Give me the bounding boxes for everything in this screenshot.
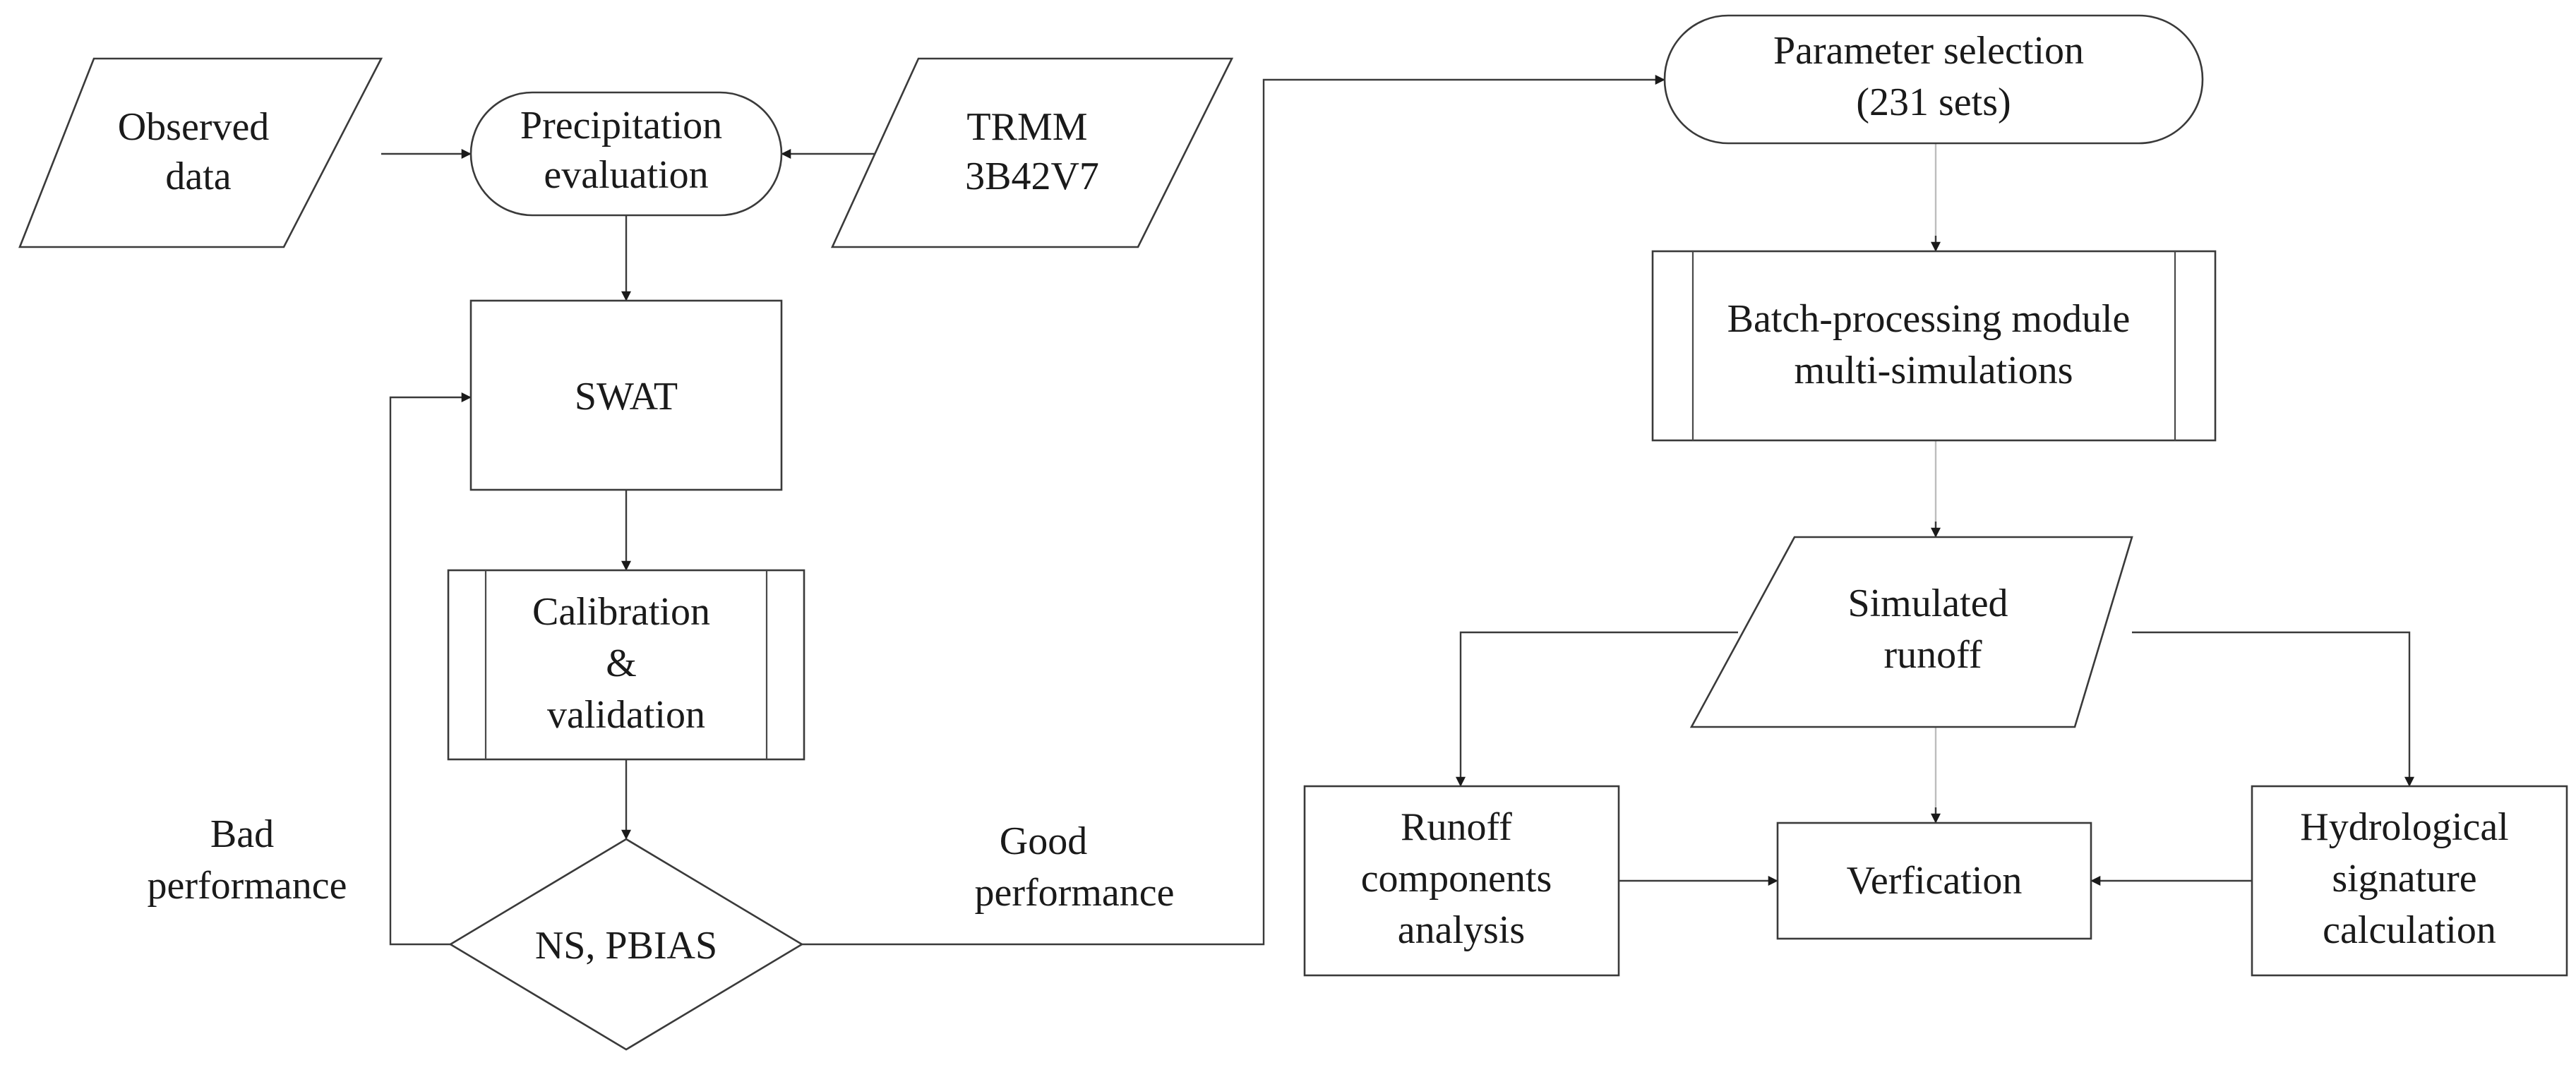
edge-bad-performance-loop (389, 392, 472, 946)
runoff-components-label-line-3: analysis (1398, 908, 1525, 952)
ns-pbias-decision-node: NS, PBIAS (448, 838, 804, 1051)
trmm-node: TRMM 3B42V7 (830, 57, 1234, 248)
hydrological-signature-label-line-2: signature (2332, 857, 2476, 901)
good-performance-label: Good performance (975, 819, 1175, 915)
precipitation-evaluation-label-line-2: evaluation (544, 153, 708, 197)
trmm-label-line-1: TRMM (966, 105, 1087, 149)
batch-processing-label-line-2: multi-simulations (1794, 349, 2073, 392)
verification-node: Verfication (1776, 822, 2092, 940)
svg-text:Verfication: Verfication (1847, 859, 2023, 903)
svg-text:Batch-processing module: Batch-processing module multi-simulation… (1727, 297, 2140, 392)
svg-text:Precipitation evaluation: Precipitation evaluation (520, 104, 732, 197)
precipitation-evaluation-label-line-1: Precipitation (520, 104, 722, 148)
svg-text:Hydrological signature: Hydrological signature calculation (2300, 805, 2518, 952)
bad-performance-line-1: Bad (210, 812, 274, 856)
calibration-label-line-2: & (606, 642, 637, 685)
parameter-selection-label-line-1: Parameter selection (1773, 29, 2084, 73)
runoff-components-label-line-1: Runoff (1401, 805, 1512, 849)
calibration-label-line-1: Calibration (532, 590, 710, 634)
svg-text:TRMM 3B42V7: TRMM 3B42V7 (965, 105, 1099, 198)
swat-label: SWAT (575, 375, 678, 419)
hydrological-signature-node: Hydrological signature calculation (2251, 785, 2568, 977)
precipitation-evaluation-node: Precipitation evaluation (469, 91, 783, 217)
svg-text:Simulated runoff: Simulated runoff (1847, 582, 2018, 677)
parameter-selection-node: Parameter selection (231 sets) (1663, 14, 2204, 145)
edges (381, 75, 2414, 946)
batch-processing-label-line-1: Batch-processing module (1727, 297, 2131, 341)
svg-text:Calibration & vali: Calibration & validation (532, 590, 720, 737)
edge-simulated-to-runoff-components (1456, 631, 1738, 787)
simulated-runoff-node: Simulated runoff (1689, 536, 2133, 728)
edge-good-performance (802, 75, 1665, 946)
svg-text:Good performance: Good performance (975, 819, 1175, 915)
observed-data-node: Observed data (18, 57, 383, 248)
parameter-selection-label-line-2: (231 sets) (1856, 80, 2011, 124)
bad-performance-label: Bad performance (148, 812, 347, 908)
observed-data-label-line-1: Observed (118, 105, 270, 149)
simulated-runoff-label-line-2: runoff (1884, 633, 1982, 677)
verification-label: Verfication (1847, 859, 2023, 903)
runoff-components-label-line-2: components (1361, 857, 1552, 901)
calibration-validation-node: Calibration & validation (447, 569, 805, 761)
svg-text:Runoff components: Runoff components analysis (1361, 805, 1562, 952)
batch-processing-node: Batch-processing module multi-simulation… (1651, 250, 2217, 442)
svg-text:SWAT: SWAT (575, 375, 678, 419)
svg-text:Parameter selection (231: Parameter selection (231 sets) (1773, 29, 2094, 124)
svg-text:Observed data: Observed data (118, 105, 280, 198)
good-performance-line-2: performance (975, 871, 1175, 915)
bad-performance-line-2: performance (148, 864, 347, 908)
swat-node: SWAT (469, 299, 783, 491)
hydrological-signature-label-line-1: Hydrological (2300, 805, 2508, 849)
edge-simulated-to-hydrological (2132, 631, 2414, 787)
good-performance-line-1: Good (1000, 819, 1087, 863)
observed-data-label-line-2: data (165, 155, 231, 198)
ns-pbias-label: NS, PBIAS (535, 924, 717, 968)
calibration-label-line-3: validation (547, 693, 705, 737)
runoff-components-node: Runoff components analysis (1303, 785, 1620, 977)
svg-text:Bad performance: Bad performance (148, 812, 347, 908)
svg-text:NS, PBIAS: NS, PBIAS (535, 924, 717, 968)
trmm-label-line-2: 3B42V7 (965, 155, 1099, 198)
simulated-runoff-label-line-1: Simulated (1847, 582, 2008, 625)
hydrological-signature-label-line-3: calculation (2323, 908, 2496, 952)
